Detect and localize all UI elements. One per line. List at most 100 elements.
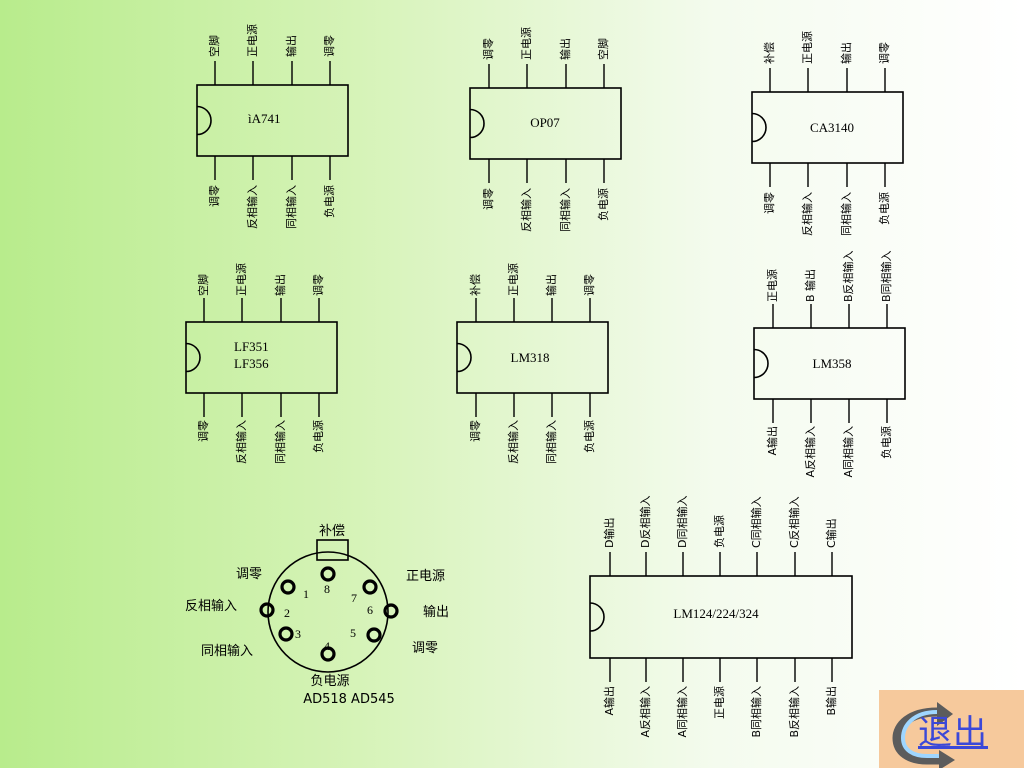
pin-label-bottom: A反相输入 (638, 686, 652, 738)
pin-number-6: 6 (367, 603, 373, 617)
pin-label-bottom: B反相输入 (787, 686, 801, 738)
pin-number-2: 2 (284, 606, 290, 620)
pin-label-bottom: 调零 (482, 188, 495, 210)
circular-pin-label-7: 正电源 (406, 569, 445, 584)
pin-label-top: 正电源 (519, 27, 533, 60)
pin-dot-2 (259, 602, 275, 618)
pin-label-bottom: 反相输入 (519, 188, 533, 232)
chip-body (196, 84, 349, 157)
chip-label: LM124/224/324 (673, 606, 759, 621)
pin-label-top: 调零 (312, 274, 325, 296)
pin-label-bottom: B同相输入 (749, 686, 763, 738)
pin-label-bottom: 负电源 (877, 192, 891, 225)
circular-pin-label-6: 输出 (423, 604, 449, 620)
chip-label: LF351 (234, 339, 269, 354)
chip-notch (196, 105, 212, 136)
pin-label-bottom: 负电源 (879, 426, 893, 459)
return-arrow-icon (892, 702, 955, 768)
pin-label-top: C反相输入 (787, 496, 801, 548)
pin-label-bottom: B输出 (824, 686, 838, 716)
pin-label-bottom: 同相输入 (284, 185, 298, 229)
pin-label-bottom: 负电源 (596, 188, 610, 221)
compensation-label: 补偿 (319, 524, 345, 539)
circular-pin-label-5: 调零 (412, 641, 438, 656)
exit-button[interactable] (879, 690, 1024, 768)
pin-label-bottom: 调零 (208, 185, 221, 207)
pin-label-top: 输出 (544, 274, 558, 296)
pin-label-top: B同相输入 (879, 250, 893, 302)
pin-label-top: 输出 (839, 42, 853, 64)
chip-notch (185, 342, 201, 373)
chip-label: CA3140 (810, 120, 854, 135)
pin-dot-8 (320, 566, 336, 582)
pin-label-top: 输出 (273, 274, 287, 296)
circular-pin-label-3: 同相输入 (201, 643, 253, 659)
chip-label: LM318 (511, 350, 550, 365)
pin-number-8: 8 (324, 582, 330, 596)
pin-label-top: 调零 (323, 35, 336, 57)
pin-label-bottom: 调零 (469, 420, 482, 442)
pin-label-top: 空脚 (207, 35, 221, 57)
chip-notch (753, 348, 769, 379)
pin-label-top: 调零 (482, 38, 495, 60)
pin-number-5: 5 (350, 626, 356, 640)
compensation-tab (316, 539, 349, 561)
chip-notch (751, 112, 767, 143)
pin-label-top: 正电源 (765, 269, 779, 302)
chip-notch (456, 342, 472, 373)
chip-notch (469, 108, 485, 139)
pin-label-top: 正电源 (800, 31, 814, 64)
pin-label-bottom: 同相输入 (273, 420, 287, 464)
chip-label: OP07 (530, 115, 560, 130)
chip-label: ìA741 (248, 111, 281, 126)
chip-body (456, 321, 609, 394)
pin-label-bottom: A输出 (602, 686, 616, 716)
pin-label-bottom: A反相输入 (803, 426, 817, 478)
chip-body (589, 575, 853, 659)
pin-dot-5 (366, 627, 382, 643)
pin-label-bottom: 负电源 (322, 185, 336, 218)
pin-label-bottom: 反相输入 (506, 420, 520, 464)
pin-label-top: D输出 (602, 518, 616, 548)
circular-pin-label-2: 反相输入 (185, 598, 237, 614)
exit-label[interactable]: 退出 (918, 713, 988, 753)
chip-body (753, 327, 906, 400)
pin-label-top: D同相输入 (675, 496, 689, 548)
pin-label-top: 输出 (284, 35, 298, 57)
pin-dot-6 (383, 603, 399, 619)
pin-label-bottom: A同相输入 (841, 426, 855, 478)
pin-label-top: B 输出 (803, 269, 817, 302)
pin-number-7: 7 (351, 591, 357, 605)
pin-label-bottom: 调零 (763, 192, 776, 214)
pin-label-top: 调零 (878, 42, 891, 64)
circular-pin-label-1: 调零 (236, 567, 262, 582)
pin-dot-7 (362, 579, 378, 595)
pin-label-bottom: 反相输入 (800, 192, 814, 236)
chip-label: LF356 (234, 356, 269, 371)
pin-label-bottom: 同相输入 (558, 188, 572, 232)
pin-number-3: 3 (295, 627, 301, 641)
pin-label-bottom: 正电源 (712, 686, 726, 719)
pin-label-top: 正电源 (234, 263, 248, 296)
pin-dot-4 (320, 646, 336, 662)
pin-number-4: 4 (324, 639, 330, 653)
pin-label-bottom: 反相输入 (234, 420, 248, 464)
pin-label-top: D反相输入 (638, 496, 652, 548)
pin-dot-1 (280, 579, 296, 595)
pin-label-top: 正电源 (506, 263, 520, 296)
chip-body (185, 321, 338, 394)
chip-body (751, 91, 904, 164)
pin-label-top: C同相输入 (749, 496, 763, 548)
pin-label-bottom: A同相输入 (675, 686, 689, 738)
pin-label-top: 输出 (558, 38, 572, 60)
part-names: AD518 AD545 (303, 692, 395, 707)
pin-label-top: C输出 (824, 518, 838, 548)
pin-dot-3 (278, 626, 294, 642)
chip-body (469, 87, 622, 160)
